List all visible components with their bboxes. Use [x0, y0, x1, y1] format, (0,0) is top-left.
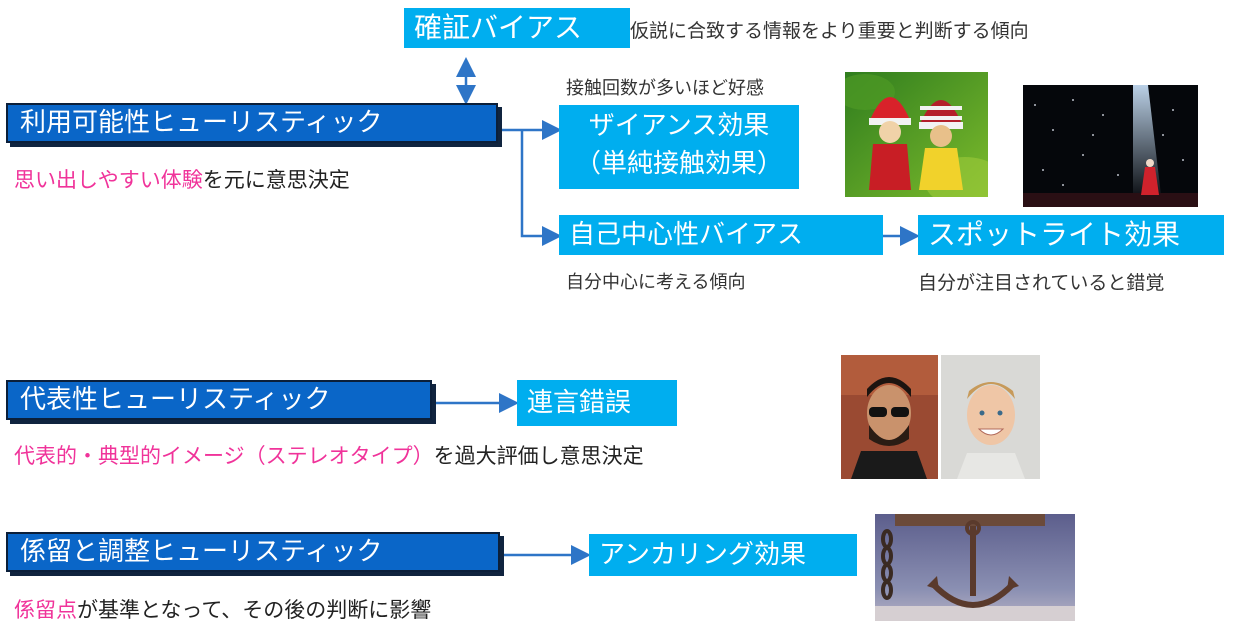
- anchoring-heuristic-box: 係留と調整ヒューリスティック: [6, 532, 500, 572]
- anchoring-highlight: 係留点: [14, 598, 77, 622]
- confirmation-bias-description: 仮説に合致する情報をより重要と判断する傾向: [630, 20, 1029, 42]
- confirmation-bias-box: 確証バイアス: [404, 8, 630, 48]
- knitted-dolls-photo: [845, 72, 988, 197]
- conjunction-fallacy-box: 連言錯誤: [517, 380, 677, 426]
- availability-highlight: 思い出しやすい体験: [14, 168, 203, 192]
- egocentric-bias-box: 自己中心性バイアス: [559, 215, 883, 255]
- availability-egocentric-connector: [520, 130, 562, 246]
- representativeness-desc-rest: を過大評価し意思決定: [433, 444, 644, 468]
- face-smiling-photo: [941, 355, 1040, 479]
- spotlight-description: 自分が注目されていると錯覚: [918, 272, 1165, 294]
- spotlight-effect-box: スポットライト効果: [918, 215, 1224, 255]
- zajonc-effect-box: ザイアンス効果 （単純接触効果）: [559, 105, 799, 189]
- zajonc-line2: （単純接触効果）: [574, 149, 783, 179]
- availability-description: 思い出しやすい体験を元に意思決定: [14, 164, 350, 194]
- knitted-dolls-image: [845, 72, 988, 197]
- face-sunglasses-photo: [841, 355, 938, 479]
- anchoring-effect-box: アンカリング効果: [589, 534, 857, 576]
- representativeness-heuristic-box: 代表性ヒューリスティック: [6, 380, 432, 420]
- anchor-image: [875, 514, 1075, 621]
- face-sunglasses-image: [841, 355, 938, 479]
- stage-spotlight-image: [1023, 85, 1198, 207]
- availability-heuristic-box: 利用可能性ヒューリスティック: [6, 103, 498, 143]
- representativeness-description: 代表的・典型的イメージ（ステレオタイプ）を過大評価し意思決定: [14, 440, 644, 470]
- anchoring-description: 係留点が基準となって、その後の判断に影響: [14, 594, 431, 624]
- zajonc-line1: ザイアンス効果: [588, 111, 770, 141]
- stage-spotlight-photo: [1023, 85, 1198, 207]
- egocentric-description: 自分中心に考える傾向: [566, 272, 746, 293]
- availability-desc-rest: を元に意思決定: [202, 168, 350, 192]
- anchoring-desc-rest: が基準となって、その後の判断に影響: [77, 598, 432, 622]
- representativeness-highlight: 代表的・典型的イメージ（ステレオタイプ）: [14, 444, 434, 468]
- anchor-photo: [875, 514, 1075, 621]
- face-smiling-image: [941, 355, 1040, 479]
- zajonc-note: 接触回数が多いほど好感: [566, 78, 764, 99]
